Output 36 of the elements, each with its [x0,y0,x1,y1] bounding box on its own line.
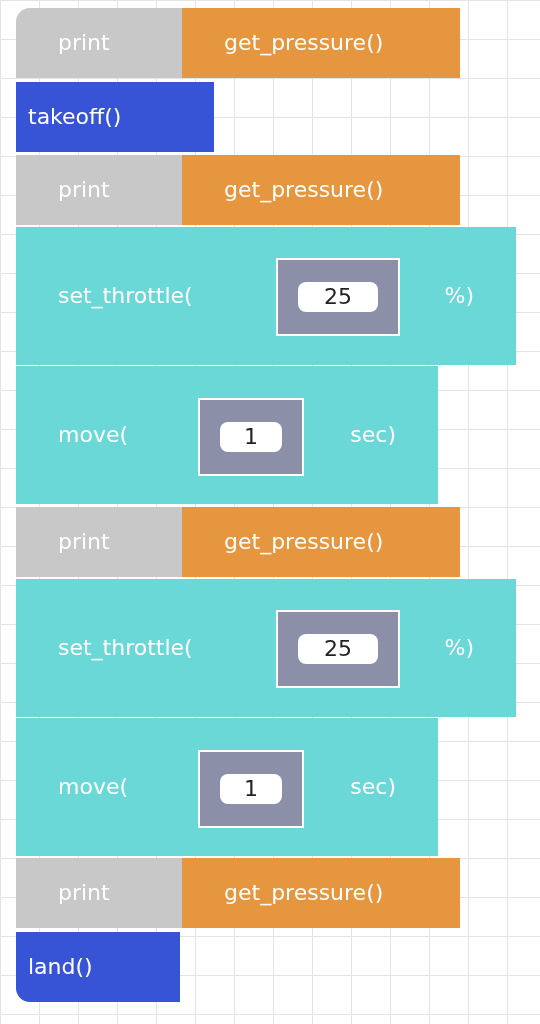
block-label: set_throttle( [58,283,193,309]
input-slot [276,258,400,336]
block-label: move( [58,774,129,800]
code-block [182,155,460,225]
code-block [16,718,438,856]
code-block [16,932,180,1002]
code-block [16,579,516,717]
code-block [16,82,214,152]
code-block [16,366,438,504]
number-field: 25 [298,634,378,664]
block-label: %) [444,283,474,309]
block-label: land() [28,954,93,980]
block-label: %) [444,635,474,661]
code-block [182,8,460,78]
input-slot [198,750,304,828]
code-block [16,507,182,577]
number-field: 1 [220,422,282,452]
block-label: sec) [350,422,396,448]
code-block [182,507,460,577]
number-field: 1 [220,774,282,804]
code-block [182,858,460,928]
code-block [16,858,182,928]
block-label: get_pressure() [224,30,384,56]
block-label: takeoff() [28,104,122,130]
input-slot [276,610,400,688]
block-label: sec) [350,774,396,800]
block-label: move( [58,422,129,448]
code-block [16,155,182,225]
input-slot [198,398,304,476]
block-label: get_pressure() [224,529,384,555]
code-block [16,227,516,365]
code-block [16,8,182,78]
number-field: 25 [298,282,378,312]
block-label: get_pressure() [224,880,384,906]
block-label: set_throttle( [58,635,193,661]
block-label: get_pressure() [224,177,384,203]
